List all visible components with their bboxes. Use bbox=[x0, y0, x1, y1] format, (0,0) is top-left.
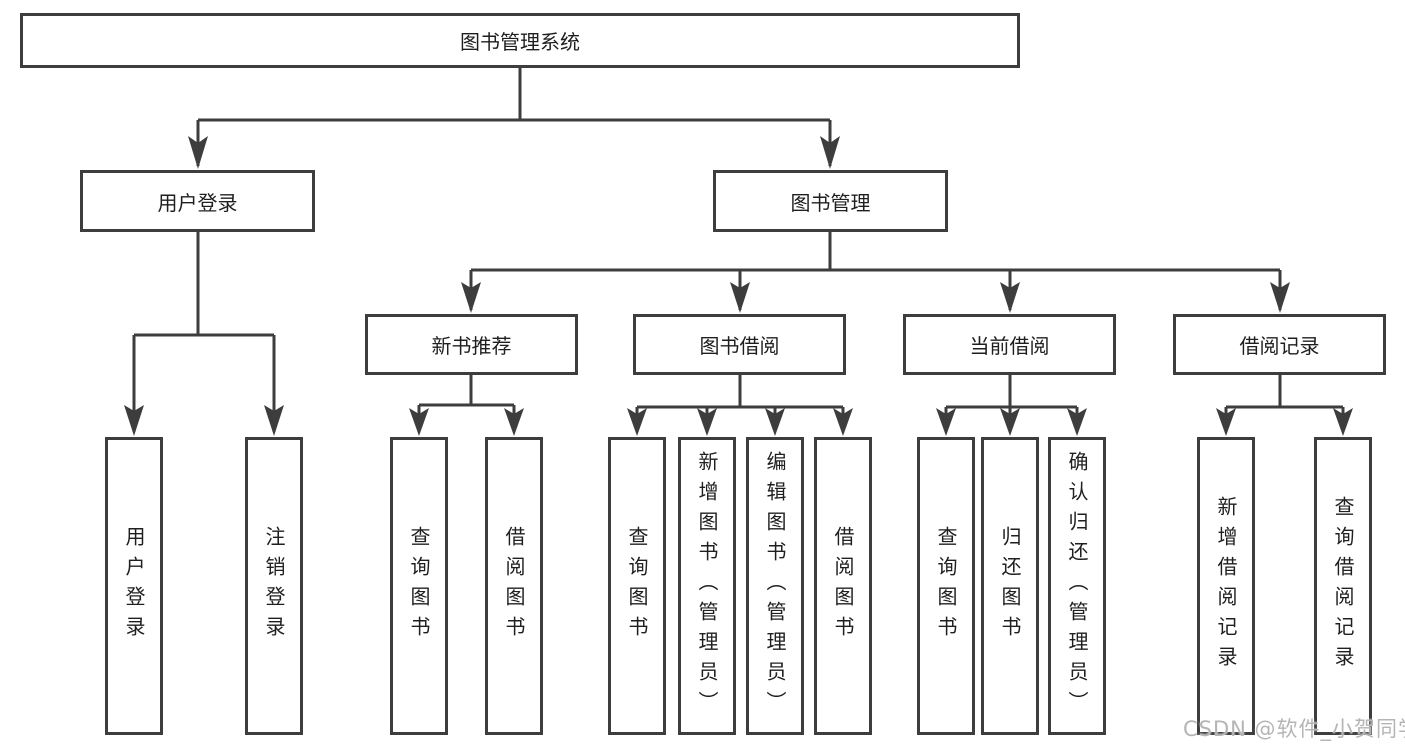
arrowhead bbox=[1270, 282, 1290, 313]
arrowhead bbox=[730, 282, 750, 313]
arrowhead bbox=[124, 405, 144, 436]
connector-records-to-children bbox=[1224, 375, 1345, 432]
leaf-label: 新增图书（管理员） bbox=[695, 451, 719, 721]
leaf-return-books: 归还图书 bbox=[981, 437, 1039, 735]
leaf-logout: 注销登录 bbox=[245, 437, 303, 735]
leaf-add-books-admin: 新增图书（管理员） bbox=[678, 437, 736, 735]
arrowhead bbox=[504, 408, 524, 436]
watermark: CSDN @软件_小贺同学 bbox=[1183, 717, 1405, 741]
leaf-label: 查询图书 bbox=[407, 526, 431, 646]
arrowhead bbox=[264, 405, 284, 436]
connector-root-to-level2 bbox=[196, 68, 832, 166]
leaf-borrow-books-recommend: 借阅图书 bbox=[485, 437, 543, 735]
leaf-label: 用户登录 bbox=[122, 526, 146, 646]
connector-book-management-to-level3 bbox=[469, 232, 1282, 310]
arrowhead bbox=[1333, 408, 1353, 436]
arrowhead bbox=[697, 408, 717, 436]
arrowhead bbox=[833, 408, 853, 436]
connector-user-login-to-children bbox=[132, 232, 276, 432]
leaf-label: 归还图书 bbox=[998, 526, 1022, 646]
arrowhead bbox=[409, 408, 429, 436]
node-user-login: 用户登录 bbox=[80, 170, 315, 232]
leaf-label: 编辑图书（管理员） bbox=[763, 451, 787, 721]
leaf-label: 查询图书 bbox=[625, 526, 649, 646]
arrowhead bbox=[1000, 408, 1020, 436]
node-book-borrowing: 图书借阅 bbox=[633, 314, 846, 375]
leaf-label: 查询图书 bbox=[934, 526, 958, 646]
arrowhead bbox=[820, 136, 840, 169]
arrowhead bbox=[627, 408, 647, 436]
leaf-label: 新增借阅记录 bbox=[1214, 496, 1238, 676]
leaf-query-borrow-record: 查询借阅记录 bbox=[1314, 437, 1372, 735]
leaf-edit-books-admin: 编辑图书（管理员） bbox=[746, 437, 804, 735]
node-new-book-recommend: 新书推荐 bbox=[365, 314, 578, 375]
arrowhead bbox=[1216, 408, 1236, 436]
leaf-label: 借阅图书 bbox=[831, 526, 855, 646]
node-borrowing-records: 借阅记录 bbox=[1173, 314, 1386, 375]
node-current-borrowing: 当前借阅 bbox=[903, 314, 1116, 375]
leaf-confirm-return-admin: 确认归还（管理员） bbox=[1048, 437, 1106, 735]
node-book-management: 图书管理 bbox=[713, 170, 948, 232]
leaf-query-books-current: 查询图书 bbox=[917, 437, 975, 735]
arrowhead bbox=[461, 282, 481, 313]
node-book-management-system: 图书管理系统 bbox=[20, 13, 1020, 68]
arrowhead bbox=[765, 408, 785, 436]
arrowhead bbox=[1067, 408, 1087, 436]
leaf-label: 注销登录 bbox=[262, 526, 286, 646]
arrowhead bbox=[1000, 282, 1020, 313]
leaf-borrow-books-borrowing: 借阅图书 bbox=[814, 437, 872, 735]
leaf-query-books-recommend: 查询图书 bbox=[390, 437, 448, 735]
leaf-label: 借阅图书 bbox=[502, 526, 526, 646]
leaf-label: 确认归还（管理员） bbox=[1065, 451, 1089, 721]
arrowhead bbox=[188, 136, 208, 169]
leaf-add-borrow-record: 新增借阅记录 bbox=[1197, 437, 1255, 735]
leaf-query-books-borrowing: 查询图书 bbox=[608, 437, 666, 735]
connector-borrowing-to-children bbox=[635, 375, 845, 432]
connector-new-book-to-children bbox=[417, 375, 516, 432]
leaf-user-login: 用户登录 bbox=[105, 437, 163, 735]
arrowhead bbox=[936, 408, 956, 436]
leaf-label: 查询借阅记录 bbox=[1331, 496, 1355, 676]
